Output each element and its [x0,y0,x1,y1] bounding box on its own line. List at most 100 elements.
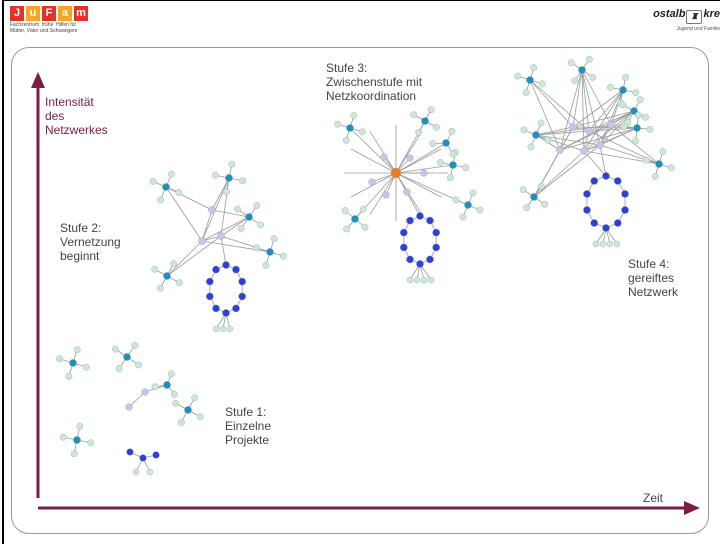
lavender-node [585,127,593,135]
network-edge [529,79,574,128]
network-edge [166,240,203,277]
network-edge [395,164,454,174]
jufam-logo: J u F a m Fachzentrum frühe Hilfen für M… [10,6,105,46]
stage-1-label: Stufe 1: Einzelne Projekte [225,405,272,447]
leaf-node [599,240,607,248]
hub-node [449,161,457,169]
logo-letter: J [10,6,24,21]
hub-node [619,86,627,94]
lavender-node [406,154,414,162]
leaf-node [82,363,90,371]
network-edge [583,110,635,152]
leaf-node [262,261,270,269]
blue-node [416,260,424,268]
leaf-node [361,223,369,231]
network-edge [559,124,612,151]
leaf-node [131,342,139,349]
network-edge [559,110,635,151]
leaf-node [234,205,241,213]
leaf-node [592,240,600,248]
blue-node [602,172,610,180]
leaf-node [530,64,538,71]
crest-icon: ♜ [686,10,703,24]
leaf-node [237,225,245,232]
network-edge [572,89,624,128]
leaf-node [350,112,358,119]
logo-letter: m [74,6,88,21]
x-axis-label: Zeit [643,491,664,505]
leaf-node [279,252,287,260]
leaf-node [257,221,264,229]
hub-node [442,139,450,147]
network-edge [535,130,590,136]
hub-node [69,359,77,367]
leaf-node [620,123,628,131]
hub-node [184,406,192,414]
leaf-node [151,265,159,273]
network-edge [599,110,635,146]
leaf-node [469,189,477,197]
leaf-node [606,84,614,91]
x-axis-arrowhead [684,501,700,515]
leaf-node [172,399,180,407]
blue-node [206,277,214,286]
leaf-node [146,468,154,476]
leaf-node [175,279,183,287]
leaf-node [537,119,545,127]
leaf-node [168,370,175,378]
network-edge [211,177,230,211]
lavender-node [380,153,388,161]
network-edge [533,150,585,198]
leaf-node [476,206,484,214]
leaf-node [157,196,164,204]
blue-node [152,451,160,459]
leaf-node [59,433,67,441]
network-edge [350,148,397,174]
network-edge [220,235,227,266]
lavender-node [569,123,577,131]
network-edge [588,89,624,132]
lavender-node [580,147,588,155]
y-axis-arrowhead [31,72,45,88]
leaf-node [56,355,64,363]
leaf-node [168,170,175,178]
network-edge [220,216,250,237]
hub-node [421,117,429,125]
hub-node [266,248,274,256]
leaf-node [359,205,367,213]
lavender-node [596,141,604,149]
leaf-node [643,156,650,164]
leaf-node [341,207,349,215]
leaf-node [606,240,614,248]
leaf-node [73,346,81,354]
network-edge [166,235,222,277]
leaf-node [196,413,204,421]
blue-node [400,243,408,252]
network-edge [599,144,607,177]
hub-node [464,201,472,209]
network-edge [599,144,660,165]
leaf-node [585,55,593,63]
coordinator-node [390,167,402,179]
network-edge [220,235,271,253]
leaf-node [429,140,437,148]
network-nodes [56,55,675,476]
leaf-node [668,164,675,172]
blue-node [426,255,434,264]
blue-node [590,219,599,227]
lavender-node [382,191,390,199]
content-panel [11,47,709,534]
leaf-node [567,59,575,67]
leaf-node [406,276,414,284]
hub-node [163,381,171,389]
leaf-node [359,128,366,136]
network-edge [581,69,601,146]
blue-node [406,216,414,225]
leaf-node [520,126,528,134]
leaf-node [175,189,183,196]
lavender-node [556,146,564,154]
network-edge [201,216,250,242]
leaf-node [589,73,597,81]
